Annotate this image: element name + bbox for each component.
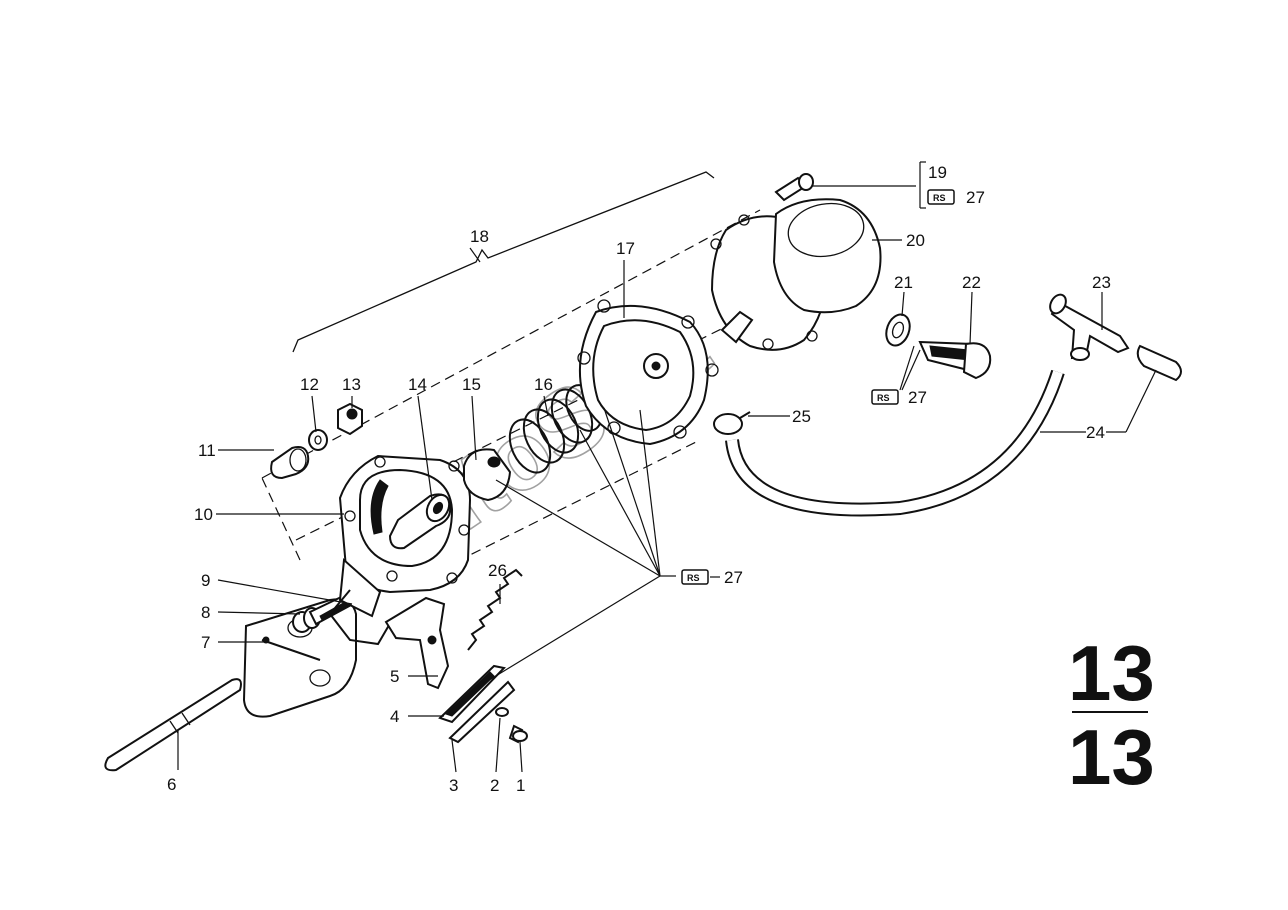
part-6-push-rod[interactable]: [104, 678, 242, 772]
callout-23: 23: [1092, 273, 1111, 292]
callout-21: 21: [894, 273, 913, 292]
part-11-valve-seat[interactable]: [270, 446, 310, 480]
bracket-assembly-18: [292, 171, 715, 353]
part-5-rocker-arm[interactable]: [384, 596, 450, 690]
callout-15: 15: [462, 375, 481, 394]
repair-kit-ref-right: RS 27: [871, 388, 927, 407]
repair-kit-ref-top: RS 27: [927, 188, 985, 207]
callout-16: 16: [534, 375, 553, 394]
callout-5: 5: [390, 667, 399, 686]
part-1-screw[interactable]: [508, 724, 528, 744]
part-19-screw[interactable]: [774, 173, 814, 202]
callout-13: 13: [342, 375, 361, 394]
callout-8: 8: [201, 603, 210, 622]
repair-kit-ref-center: RS 27: [681, 568, 743, 587]
rs-badge-center: RS: [687, 573, 700, 583]
callout-27-center: 27: [724, 568, 743, 587]
part-12-washer[interactable]: [308, 429, 328, 451]
callout-labels: 1 2 3 4 5 6 7 8 9 10 11 12 13 14 15 16 1…: [167, 163, 1111, 795]
part-20-cover[interactable]: [710, 198, 882, 351]
callout-26: 26: [488, 561, 507, 580]
part-16-diaphragm-spring[interactable]: [502, 379, 609, 478]
part-23-t-connector[interactable]: [1047, 292, 1130, 361]
part-14-plunger[interactable]: [388, 491, 454, 550]
part-13-nut[interactable]: [337, 402, 363, 436]
leader-lines: [177, 161, 1157, 773]
callout-4: 4: [390, 707, 399, 726]
part-26-return-spring[interactable]: [467, 568, 523, 651]
part-17-diaphragm[interactable]: [577, 299, 719, 446]
callout-17: 17: [616, 239, 635, 258]
callout-7: 7: [201, 633, 210, 652]
callout-27-top: 27: [966, 188, 985, 207]
callout-22: 22: [962, 273, 981, 292]
callout-14: 14: [408, 375, 427, 394]
callout-20: 20: [906, 231, 925, 250]
callout-9: 9: [201, 571, 210, 590]
section-number-top: 13: [1068, 629, 1155, 717]
part-2-washer[interactable]: [495, 707, 509, 717]
callout-6: 6: [167, 775, 176, 794]
part-24-fuel-hose[interactable]: [725, 344, 1182, 517]
callout-10: 10: [194, 505, 213, 524]
rs-badge-right: RS: [877, 393, 890, 403]
callout-11: 11: [198, 441, 216, 460]
part-21-gasket[interactable]: [882, 311, 914, 349]
rs-badge-top: RS: [933, 193, 946, 203]
section-number-bottom: 13: [1068, 713, 1155, 801]
part-22-hollow-bolt[interactable]: [918, 340, 992, 380]
callout-19: 19: [928, 163, 947, 182]
callout-24: 24: [1086, 423, 1105, 442]
callout-1: 1: [516, 776, 525, 795]
callout-18: 18: [470, 227, 489, 246]
part-25-hose-clamp[interactable]: [713, 411, 751, 435]
callout-25: 25: [792, 407, 811, 426]
callout-27-right: 27: [908, 388, 927, 407]
callout-2: 2: [490, 776, 499, 795]
callout-12: 12: [300, 375, 319, 394]
section-number: 13 13: [1068, 629, 1155, 801]
callout-3: 3: [449, 776, 458, 795]
part-3-cover-plate[interactable]: [448, 680, 516, 744]
